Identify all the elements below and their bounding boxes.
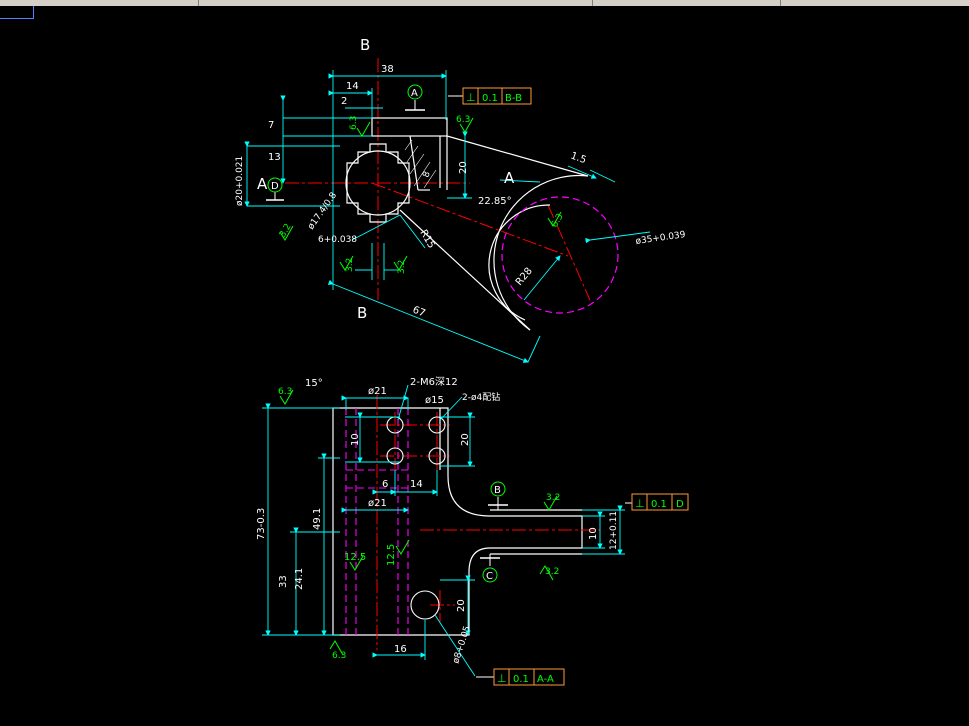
dim-49-1: 49.1 bbox=[312, 508, 323, 530]
dim-r28: R28 bbox=[514, 266, 535, 288]
dim-10-right: 10 bbox=[588, 527, 599, 540]
svg-text:C: C bbox=[486, 571, 493, 582]
dim-20-top: 20 bbox=[460, 433, 471, 446]
dim-10: 10 bbox=[350, 433, 361, 446]
dim-16: 16 bbox=[394, 644, 407, 655]
datum-d-symbol: D bbox=[266, 177, 284, 201]
dim-20-bottom: 20 bbox=[456, 599, 467, 612]
roughness-12-5-a: 12.5 bbox=[344, 552, 366, 563]
bottom-view: B C ⊥ 0.1 D ⊥ 0.1 A-A bbox=[256, 376, 689, 686]
spline-bore bbox=[346, 143, 410, 223]
roughness-6-3-b: 6.3 bbox=[456, 115, 470, 125]
dim-phi17: ø17.4/0.8 bbox=[306, 191, 339, 232]
roughness-3-2-bottom: 3.2 bbox=[545, 567, 559, 577]
svg-text:0.1: 0.1 bbox=[513, 674, 529, 685]
top-centerlines bbox=[285, 58, 591, 301]
dim-67: 67 bbox=[411, 305, 427, 320]
drill-hole-callout: 2-ø4配钻 bbox=[462, 391, 500, 403]
tolerance-frame-bb: ⊥ 0.1 B-B bbox=[448, 87, 532, 105]
pin-hole bbox=[410, 590, 440, 620]
top-part-outline bbox=[345, 117, 589, 331]
toolbar-separator bbox=[592, 0, 593, 6]
section-a-right-label: A bbox=[504, 169, 515, 187]
svg-text:⊥: ⊥ bbox=[466, 91, 476, 104]
svg-text:D: D bbox=[271, 181, 279, 192]
roughness-6-3-a: 6.3 bbox=[349, 116, 359, 130]
application-toolbar-strip bbox=[0, 0, 969, 6]
dim-phi15: ø15 bbox=[425, 395, 444, 406]
dim-20: 20 bbox=[458, 161, 469, 174]
dim-6: 6 bbox=[382, 479, 388, 490]
datum-b-symbol: B bbox=[488, 481, 508, 510]
dim-33: 33 bbox=[278, 575, 289, 588]
dim-r15: R15 bbox=[417, 228, 436, 251]
dim-73: 73-0.3 bbox=[256, 508, 267, 540]
tolerance-frame-d: ⊥ 0.1 D bbox=[625, 493, 689, 511]
roughness-3-2-right: 3.2 bbox=[546, 493, 560, 503]
bottom-part-outline bbox=[332, 407, 583, 636]
dim-phi21-top: ø21 bbox=[368, 386, 387, 397]
svg-text:0.1: 0.1 bbox=[651, 499, 667, 510]
roughness-6-3-bottom: 6.3 bbox=[332, 651, 346, 661]
dim-38: 38 bbox=[381, 64, 394, 75]
hub-outer-circle bbox=[345, 150, 411, 216]
toolbar-separator bbox=[780, 0, 781, 6]
dim-13: 13 bbox=[268, 152, 281, 163]
roughness-3-2-a: 3.2 bbox=[278, 222, 294, 239]
dim-2: 2 bbox=[341, 96, 347, 107]
dim-phi21-mid: ø21 bbox=[368, 498, 387, 509]
dim-8: 8 bbox=[421, 170, 432, 179]
dim-6-keyway: 6+0.038 bbox=[318, 235, 357, 245]
toolbar-separator bbox=[198, 0, 199, 6]
dim-24-1: 24.1 bbox=[294, 568, 305, 590]
hidden-bore-circle bbox=[501, 196, 619, 314]
bottom-hidden-lines bbox=[345, 408, 409, 635]
svg-text:B: B bbox=[494, 485, 501, 496]
top-view: A D ⊥ 0.1 B-B B B A bbox=[235, 36, 686, 363]
bottom-roughness-symbols bbox=[279, 389, 558, 656]
svg-text:B-B: B-B bbox=[505, 93, 522, 104]
dim-phi20: ø20+0.021 bbox=[235, 156, 245, 206]
roughness-6-3-bottom-top: 6.3 bbox=[278, 387, 292, 397]
thread-callout: 2-M6深12 bbox=[410, 376, 458, 388]
section-a-left-label: A bbox=[257, 175, 268, 193]
svg-text:⊥: ⊥ bbox=[635, 497, 645, 510]
section-b-top-label: B bbox=[360, 36, 370, 54]
svg-text:A-A: A-A bbox=[537, 674, 554, 685]
bottom-centerlines bbox=[376, 395, 600, 650]
dim-14: 14 bbox=[410, 479, 423, 490]
dim-22-85-angle: 22.85° bbox=[478, 196, 512, 207]
dim-1-5: 1.5 bbox=[569, 150, 588, 166]
dim-14: 14 bbox=[346, 81, 359, 92]
svg-text:⊥: ⊥ bbox=[497, 672, 507, 685]
top-roughness-symbols bbox=[279, 117, 562, 271]
angle-15: 15° bbox=[305, 378, 323, 389]
dim-7: 7 bbox=[268, 120, 274, 131]
datum-a-symbol: A bbox=[405, 84, 425, 111]
svg-text:A: A bbox=[411, 88, 418, 99]
svg-text:D: D bbox=[676, 499, 684, 510]
dim-12: 12+0.11 bbox=[609, 511, 619, 550]
viewport-corner-marker bbox=[0, 6, 34, 19]
section-hatching bbox=[404, 139, 437, 189]
tolerance-frame-aa: ⊥ 0.1 A-A bbox=[476, 668, 565, 686]
bottom-dimension-lines bbox=[262, 384, 625, 677]
bottom-holes bbox=[386, 416, 446, 620]
roughness-12-5-b: 12.5 bbox=[386, 544, 397, 566]
roughness-3-2-c: 3.2 bbox=[397, 260, 407, 274]
top-dimension-lines bbox=[244, 70, 651, 363]
roughness-3-2-b: 3.2 bbox=[345, 258, 355, 272]
svg-text:0.1: 0.1 bbox=[482, 93, 498, 104]
datum-c-symbol: C bbox=[480, 554, 500, 583]
section-b-bottom-label: B bbox=[357, 304, 367, 322]
